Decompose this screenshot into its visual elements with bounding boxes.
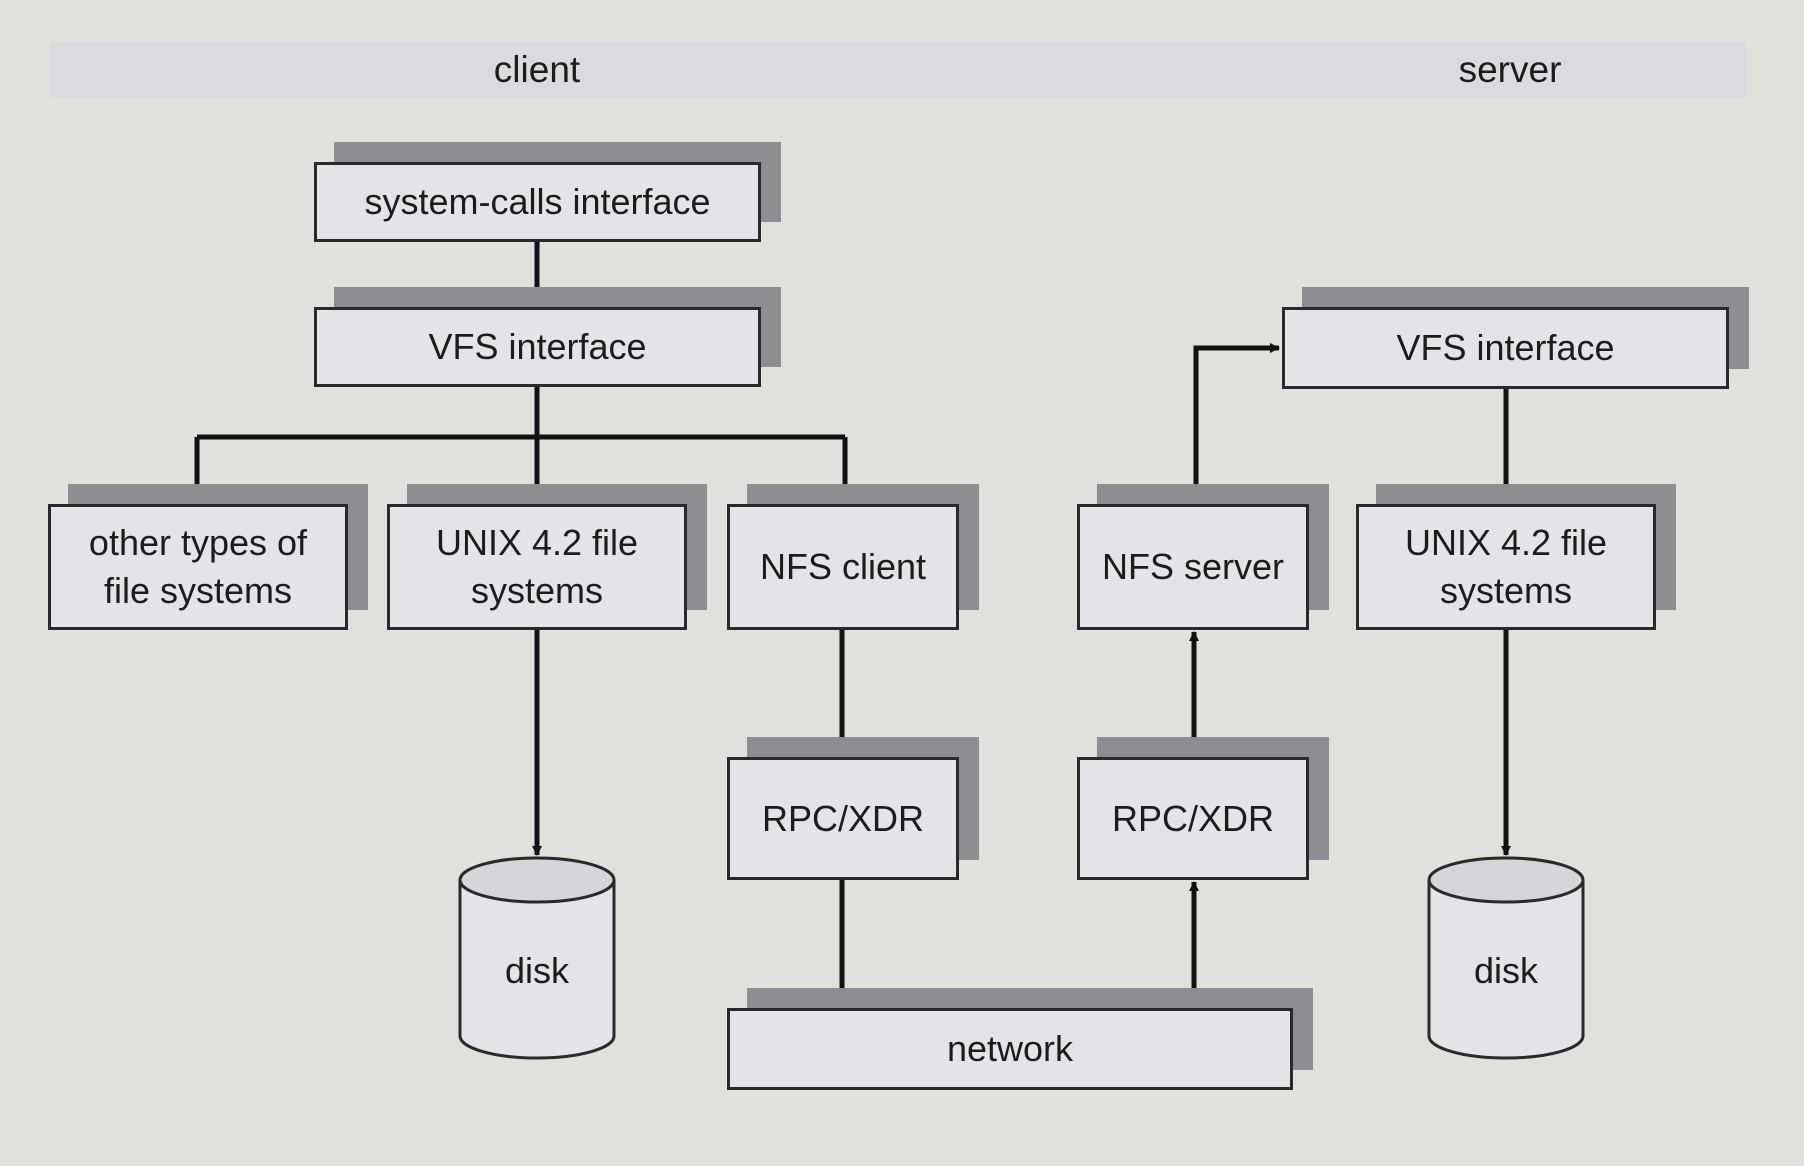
client-disk-label: disk bbox=[504, 950, 570, 991]
other-file-systems-label: other types of file systems bbox=[88, 522, 308, 611]
server-rpc-xdr-box: RPC/XDR bbox=[1077, 757, 1309, 880]
header-banner bbox=[50, 42, 1746, 98]
server-vfs-interface-box: VFS interface bbox=[1282, 307, 1729, 389]
nfs-client-box: NFS client bbox=[727, 504, 959, 630]
other-file-systems-box: other types of file systems bbox=[48, 504, 348, 630]
network-box: network bbox=[727, 1008, 1293, 1090]
network-label: network bbox=[946, 1028, 1074, 1069]
client-unix-fs-label: UNIX 4.2 file systems bbox=[435, 522, 639, 611]
client-rpc-xdr-box: RPC/XDR bbox=[727, 757, 959, 880]
server-header: server bbox=[1458, 49, 1562, 90]
client-vfs-interface-label: VFS interface bbox=[428, 326, 647, 367]
nfs-server-box: NFS server bbox=[1077, 504, 1309, 630]
client-vfs-interface-box: VFS interface bbox=[314, 307, 761, 387]
client-unix-fs-box: UNIX 4.2 file systems bbox=[387, 504, 687, 630]
server-vfs-interface-label: VFS interface bbox=[1396, 327, 1615, 368]
nfs-client-label: NFS client bbox=[759, 546, 927, 587]
client-header: client bbox=[493, 49, 581, 90]
server-disk-label: disk bbox=[1473, 950, 1539, 991]
arrow-nfs-server-to-vfs bbox=[1193, 343, 1280, 502]
nfs-server-label: NFS server bbox=[1101, 546, 1285, 587]
system-calls-interface-box: system-calls interface bbox=[314, 162, 761, 242]
system-calls-interface-label: system-calls interface bbox=[364, 181, 711, 222]
server-unix-fs-box: UNIX 4.2 file systems bbox=[1356, 504, 1656, 630]
server-rpc-xdr-label: RPC/XDR bbox=[1111, 797, 1275, 839]
client-rpc-xdr-label: RPC/XDR bbox=[761, 797, 925, 839]
server-unix-fs-label: UNIX 4.2 file systems bbox=[1404, 522, 1608, 611]
